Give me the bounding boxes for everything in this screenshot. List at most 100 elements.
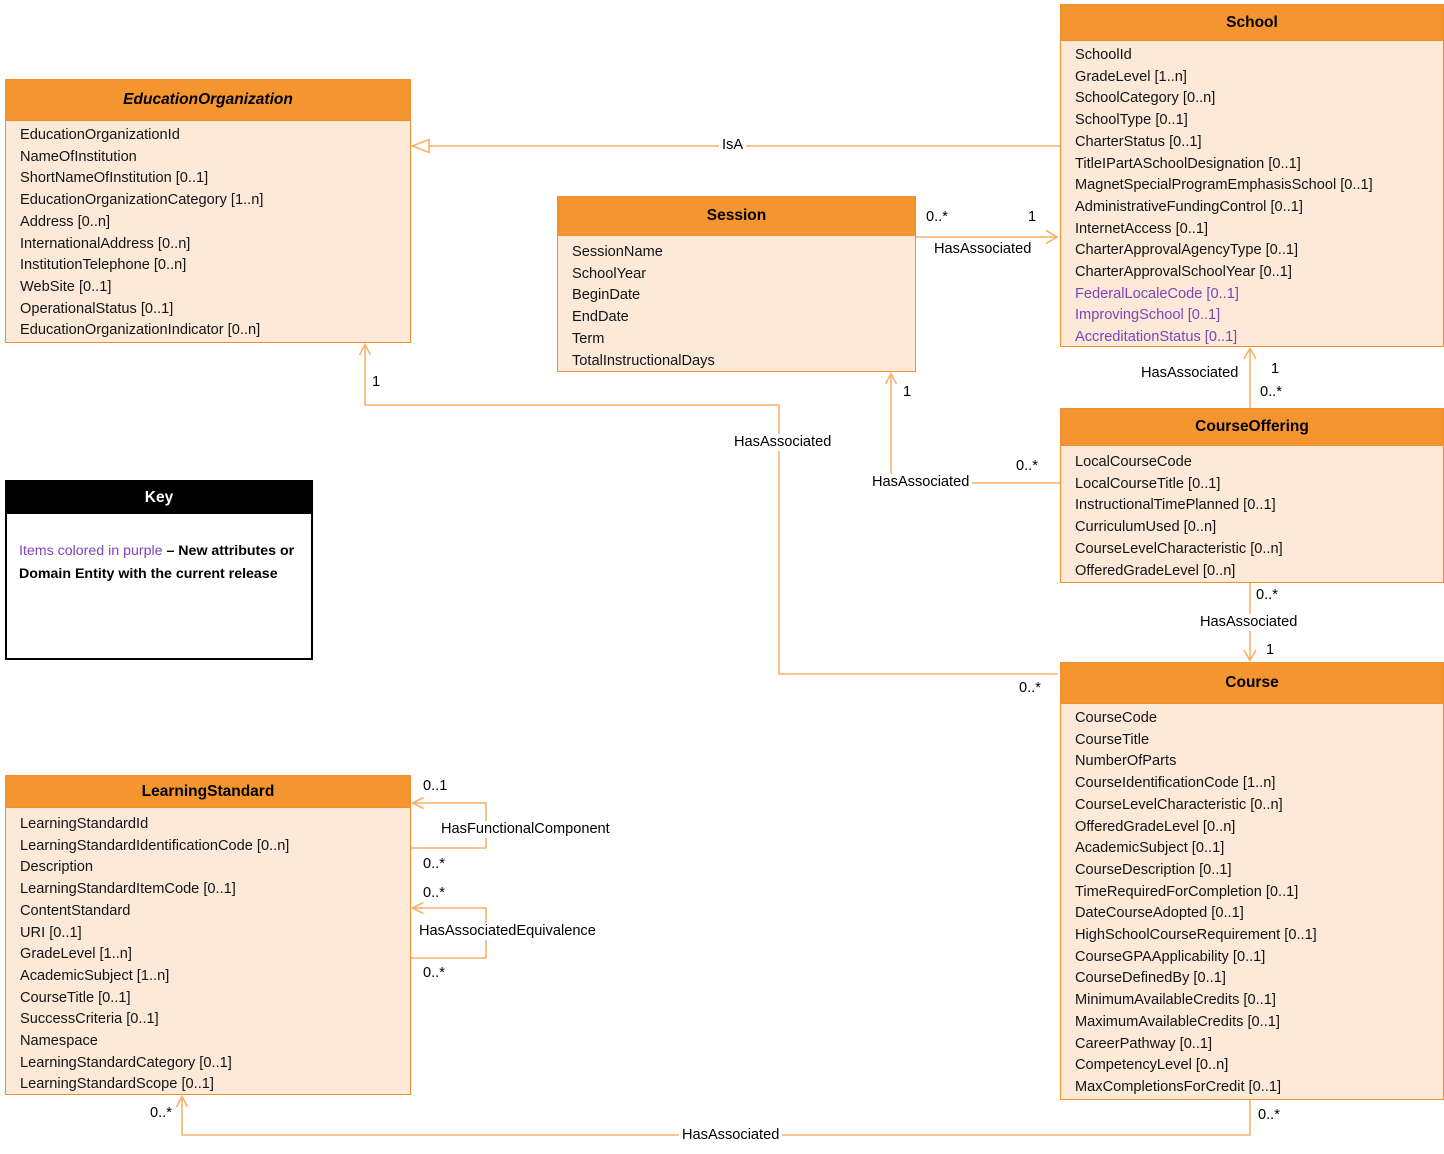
rel-hasfunctionalcomponent-to-card: 0..1 <box>423 778 448 794</box>
attribute-administrativefundingcontrol: AdministrativeFundingControl [0..1] <box>1075 198 1303 215</box>
attribute-magnetspecialprogramemphasisschool: MagnetSpecialProgramEmphasisSchool [0..1… <box>1075 177 1373 194</box>
attribute-coursegpaapplicability: CourseGPAApplicability [0..1] <box>1075 948 1266 965</box>
attribute-shortnameofinstitution: ShortNameOfInstitution [0..1] <box>20 170 209 187</box>
attribute-coursedefinedby: CourseDefinedBy [0..1] <box>1075 970 1226 987</box>
attribute-learningstandardscope: LearningStandardScope [0..1] <box>20 1076 214 1093</box>
attribute-learningstandardid: LearningStandardId <box>20 816 149 832</box>
rel-hasassociatedequivalence-label: HasAssociatedEquivalence <box>416 923 599 940</box>
attribute-schoolyear: SchoolYear <box>572 265 647 282</box>
key-title: Key <box>7 482 311 514</box>
courseoffering-session-arrow-icon <box>884 371 898 385</box>
attribute-offeredgradelevel: OfferedGradeLevel [0..n] <box>1075 562 1236 579</box>
attribute-highschoolcourserequirement: HighSchoolCourseRequirement [0..1] <box>1075 927 1317 944</box>
attribute-totalinstructionaldays: TotalInstructionalDays <box>572 352 715 369</box>
attribute-nameofinstitution: NameOfInstitution <box>20 148 137 165</box>
attribute-enddate: EndDate <box>572 309 629 326</box>
rel-courseoffering-session-label: HasAssociated <box>869 474 973 491</box>
attribute-description: Description <box>20 859 93 876</box>
rel-courseoffering-school-from-card: 0..* <box>1260 384 1282 400</box>
attribute-internetaccess: InternetAccess [0..1] <box>1075 220 1209 237</box>
attribute-schoolcategory: SchoolCategory [0..n] <box>1075 90 1216 107</box>
isa-triangle-arrow-icon <box>410 138 430 154</box>
attribute-timerequiredforcompletion: TimeRequiredForCompletion [0..1] <box>1075 883 1299 900</box>
attribute-academicsubject: AcademicSubject [0..1] <box>1075 840 1225 857</box>
rel-session-school-to-card: 1 <box>1028 209 1037 225</box>
attribute-charterstatus: CharterStatus [0..1] <box>1075 133 1202 150</box>
entity-course-title: Course <box>1061 663 1443 704</box>
attribute-coursedescription: CourseDescription [0..1] <box>1075 861 1232 878</box>
attribute-operationalstatus: OperationalStatus [0..1] <box>20 300 174 317</box>
rel-courseoffering-course-to-card: 1 <box>1266 642 1275 658</box>
rel-courseoffering-session-from-card: 0..* <box>1016 458 1038 474</box>
attribute-careerpathway: CareerPathway [0..1] <box>1075 1035 1213 1052</box>
attribute-minimumavailablecredits: MinimumAvailableCredits [0..1] <box>1075 992 1276 1009</box>
entity-course-offering-title: CourseOffering <box>1061 409 1443 446</box>
attribute-competencylevel: CompetencyLevel [0..n] <box>1075 1057 1229 1074</box>
attribute-gradelevel: GradeLevel [1..n] <box>1075 68 1187 85</box>
attribute-accreditationstatus: AccreditationStatus [0..1] <box>1075 329 1238 346</box>
attribute-numberofparts: NumberOfParts <box>1075 753 1177 770</box>
rel-course-learningstandard-label: HasAssociated <box>679 1127 783 1144</box>
attribute-gradelevel: GradeLevel [1..n] <box>20 946 132 963</box>
rel-isa-label: IsA <box>719 137 747 154</box>
edorg-course-arrow-icon <box>358 342 372 356</box>
courseoffering-school-arrow-icon <box>1243 346 1257 360</box>
attribute-courseidentificationcode: CourseIdentificationCode [1..n] <box>1075 775 1276 792</box>
key-description-text: – New attributes or Domain Entity with t… <box>19 543 295 582</box>
attribute-curriculumused: CurriculumUsed [0..n] <box>1075 519 1217 536</box>
attribute-namespace: Namespace <box>20 1033 98 1050</box>
rel-course-edorg-label: HasAssociated <box>731 434 835 451</box>
rel-hasassociatedequivalence-to-card: 0..* <box>423 885 445 901</box>
rel-hasassociatedequivalence-from-card: 0..* <box>423 965 445 981</box>
attribute-uri: URI [0..1] <box>20 924 82 941</box>
attribute-instructionaltimeplanned: InstructionalTimePlanned [0..1] <box>1075 497 1276 514</box>
session-school-arrow-icon <box>1045 229 1059 245</box>
attribute-titleipartaschooldesignation: TitleIPartASchoolDesignation [0..1] <box>1075 155 1301 172</box>
attribute-maximumavailablecredits: MaximumAvailableCredits [0..1] <box>1075 1013 1280 1030</box>
attribute-courselevelcharacteristic: CourseLevelCharacteristic [0..n] <box>1075 796 1283 813</box>
attribute-offeredgradelevel: OfferedGradeLevel [0..n] <box>1075 818 1236 835</box>
attribute-courselevelcharacteristic: CourseLevelCharacteristic [0..n] <box>1075 540 1283 557</box>
attribute-educationorganizationcategory: EducationOrganizationCategory [1..n] <box>20 192 264 209</box>
key-purple-sample-text: Items colored in purple <box>19 543 163 559</box>
rel-course-edorg-from-card: 0..* <box>1019 680 1041 696</box>
rel-session-school-label: HasAssociated <box>934 241 1032 257</box>
attribute-sessionname: SessionName <box>572 244 663 260</box>
entity-education-organization: EducationOrganization EducationOrganizat… <box>5 79 411 343</box>
attribute-educationorganizationid: EducationOrganizationId <box>20 127 180 143</box>
rel-courseoffering-school-label: HasAssociated <box>1141 365 1239 381</box>
rel-session-school-from-card: 0..* <box>926 209 948 225</box>
hasfunctionalcomponent-arrow-icon <box>410 796 424 810</box>
attribute-contentstandard: ContentStandard <box>20 902 131 919</box>
rel-courseoffering-session-to-card: 1 <box>903 384 912 400</box>
attribute-maxcompletionsforcredit: MaxCompletionsForCredit [0..1] <box>1075 1078 1282 1095</box>
rel-course-edorg-to-card: 1 <box>372 374 381 390</box>
entity-session-title: Session <box>558 197 915 236</box>
courseoffering-course-arrow-icon <box>1243 649 1257 663</box>
attribute-educationorganizationindicator: EducationOrganizationIndicator [0..n] <box>20 322 261 339</box>
attribute-successcriteria: SuccessCriteria [0..1] <box>20 1011 159 1028</box>
hasassociatedequivalence-arrow-icon <box>410 901 424 915</box>
attribute-charterapprovalagencytype: CharterApprovalAgencyType [0..1] <box>1075 242 1299 259</box>
attribute-schoolid: SchoolId <box>1075 47 1132 63</box>
rel-hasfunctionalcomponent-label: HasFunctionalComponent <box>438 821 613 838</box>
rel-course-learningstandard-to-card: 0..* <box>150 1105 172 1121</box>
key-text: Items colored in purple – New attributes… <box>7 514 311 585</box>
rel-courseoffering-school-to-card: 1 <box>1271 361 1280 377</box>
rel-hasfunctionalcomponent-from-card: 0..* <box>423 856 445 872</box>
entity-learning-standard-title: LearningStandard <box>6 776 410 808</box>
rel-courseoffering-course-from-card: 0..* <box>1256 587 1278 603</box>
attribute-address: Address [0..n] <box>20 213 111 230</box>
attribute-improvingschool: ImprovingSchool [0..1] <box>1075 307 1221 324</box>
rel-course-learningstandard-from-card: 0..* <box>1258 1107 1280 1123</box>
attribute-schooltype: SchoolType [0..1] <box>1075 112 1188 129</box>
